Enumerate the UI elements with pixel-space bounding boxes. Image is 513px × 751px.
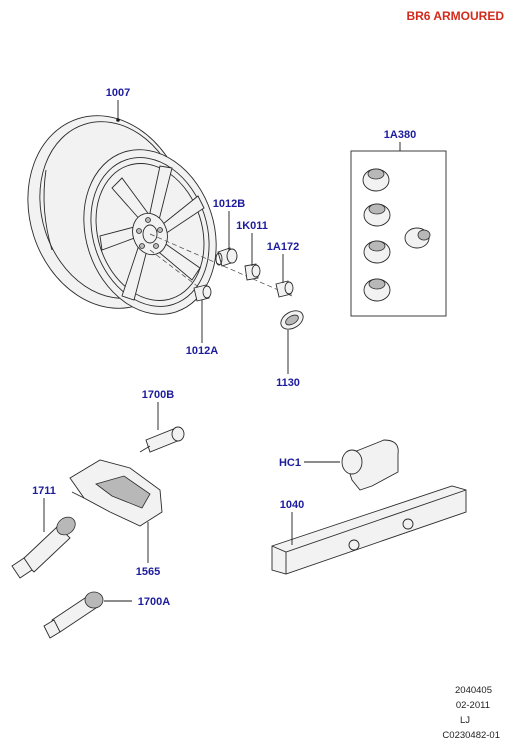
valve-core-icon [139,426,185,453]
callout-1700a: 1700A [138,596,170,608]
callout-1040: 1040 [280,499,304,511]
callout-1711: 1711 [32,485,56,497]
wheel-nut-icon [215,247,238,267]
callout-1012b: 1012B [213,198,245,210]
nut-kit-box [350,150,447,317]
footer-code: 2040405 [455,685,492,696]
callout-1565: 1565 [136,566,160,578]
callout-1a172: 1A172 [267,241,299,253]
wheel-nut-icon [193,284,212,302]
tyre-valve-icon [11,516,76,579]
model-header: BR6 ARMOURED [406,9,504,23]
centre-cap-icon [280,310,304,330]
locking-nut-icon [244,263,261,281]
callout-1012a: 1012A [186,345,218,357]
footer-date: 02-2011 [456,700,490,711]
callout-1k011: 1K011 [236,220,268,232]
callout-hc1: HC1 [279,457,301,469]
callout-1130: 1130 [276,377,300,389]
tyre-valve-icon [43,591,104,639]
callout-1700b: 1700B [142,389,174,401]
callout-1a380: 1A380 [384,129,416,141]
wheel-nut-icon [275,280,294,298]
weight-clip-icon [341,439,399,491]
locking-nut-icon [362,168,431,302]
callout-1007: 1007 [106,87,130,99]
wheel-weight-icon [271,485,467,575]
alloy-wheel-icon [27,115,217,315]
footer-drawing-number: C0230482-01 [442,730,500,741]
tpms-sensor-icon [69,459,163,527]
footer-initials: LJ [460,715,470,726]
